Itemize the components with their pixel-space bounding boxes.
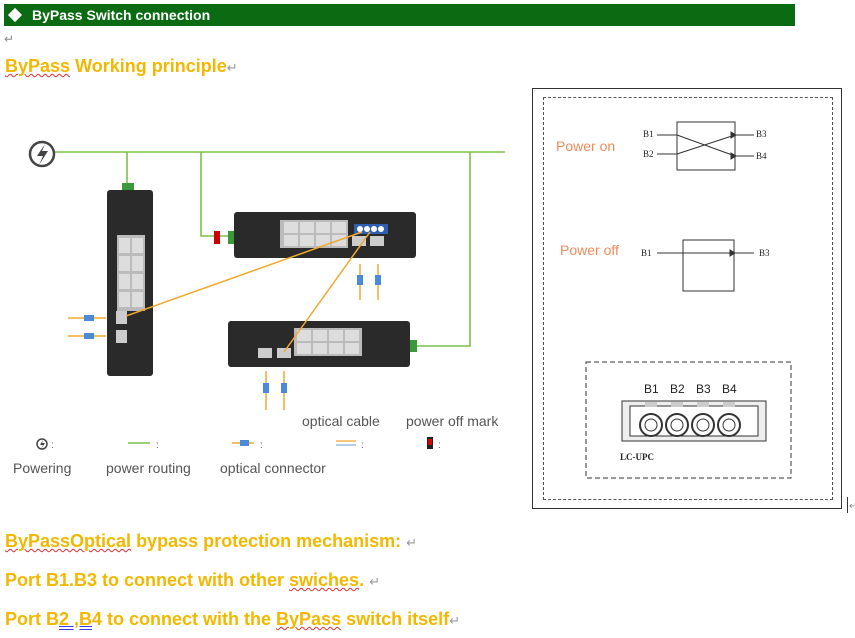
port-b2-b4-text-d: switch itself xyxy=(341,609,450,629)
lower-switch xyxy=(228,321,417,367)
heading-bypass-word: ByPass xyxy=(5,56,71,76)
label-optical-cable: optical cable xyxy=(302,413,380,429)
port-b1-b3-text: Port B1.B3 to connect with other xyxy=(5,570,290,590)
label-power-off: Power off xyxy=(560,242,619,258)
section-banner: ByPass Switch connection xyxy=(4,4,795,26)
paragraph-mark-icon: ↵ xyxy=(449,613,461,628)
paragraph-mark-icon: ↵ xyxy=(226,60,238,75)
paragraph-mark-icon: ↵ xyxy=(4,32,15,46)
port-label-b1: B1 xyxy=(643,129,654,139)
paragraph-mark-icon: ↵ xyxy=(406,535,418,550)
svg-text::: : xyxy=(156,440,159,451)
power-source-icon xyxy=(28,140,56,168)
banner-title: ByPass Switch connection xyxy=(32,7,211,23)
power-on-diagram xyxy=(657,121,754,171)
port-b1-b3-line: Port B1.B3 to connect with other swiches… xyxy=(5,570,380,591)
optical-connectors-bypass xyxy=(357,264,381,300)
bypass-state-inner xyxy=(543,97,833,500)
optical-connectors-left xyxy=(68,315,106,339)
lc-upc-connector xyxy=(621,400,767,442)
bypass-state-drawing xyxy=(585,121,792,479)
port-label-off-b1: B1 xyxy=(641,248,652,258)
connector-port-b2: B2 xyxy=(670,382,685,396)
svg-text::: : xyxy=(260,440,263,451)
port-b2-b4-text-b: 2 ,B xyxy=(59,609,93,629)
mechanism-heading: ByPassOptical bypass protection mechanis… xyxy=(5,531,417,552)
port-b2-b4-line: Port B2 ,B4 to connect with the ByPass s… xyxy=(5,609,460,630)
label-power-off-mark: power off mark xyxy=(406,413,499,429)
port-b1-b3-period: . xyxy=(359,570,365,590)
label-power-routing: power routing xyxy=(106,460,191,476)
diamond-bullet-icon xyxy=(7,7,23,23)
port-b2-b4-bypass-word: ByPass xyxy=(276,609,342,629)
text-cursor xyxy=(847,497,848,513)
power-off-diagram xyxy=(657,239,754,292)
paragraph-mark-icon: ↵ xyxy=(849,501,855,512)
port-b1-b3-swiches: swiches xyxy=(289,570,360,590)
svg-text::: : xyxy=(51,440,54,451)
port-label-b2: B2 xyxy=(643,149,654,159)
working-principle-heading: ByPass Working principle↵ xyxy=(5,56,238,77)
connector-port-b3: B3 xyxy=(696,382,711,396)
mechanism-rest: bypass protection mechanism: xyxy=(131,531,407,551)
bypass-switch xyxy=(214,212,416,258)
port-label-b3: B3 xyxy=(756,129,767,139)
optical-cables xyxy=(125,231,371,353)
heading-rest: Working principle xyxy=(70,56,227,76)
legend: : : : : : xyxy=(36,437,441,451)
port-label-off-b3: B3 xyxy=(759,248,770,258)
vertical-switch xyxy=(107,183,153,376)
connector-box xyxy=(585,361,792,479)
port-b2-b4-text-a: Port B xyxy=(5,609,59,629)
label-powering: Powering xyxy=(13,460,71,476)
connector-port-b1: B1 xyxy=(644,382,659,396)
label-power-on: Power on xyxy=(556,138,616,154)
svg-text::: : xyxy=(438,440,441,451)
optical-connectors-lower xyxy=(263,371,287,410)
connector-type-label: LC-UPC xyxy=(620,452,654,462)
label-optical-connector: optical connector xyxy=(220,460,326,476)
port-label-b4: B4 xyxy=(756,151,767,161)
port-b2-b4-text-c: 4 to connect with the xyxy=(92,609,277,629)
mechanism-prefix: ByPassOptical xyxy=(5,531,132,551)
bypass-state-panel xyxy=(532,88,842,509)
paragraph-mark-icon: ↵ xyxy=(369,574,381,589)
connection-diagram: : : : : : optical cable power off mark P… xyxy=(13,140,505,476)
svg-text::: : xyxy=(361,440,364,451)
connector-port-b4: B4 xyxy=(722,382,737,396)
